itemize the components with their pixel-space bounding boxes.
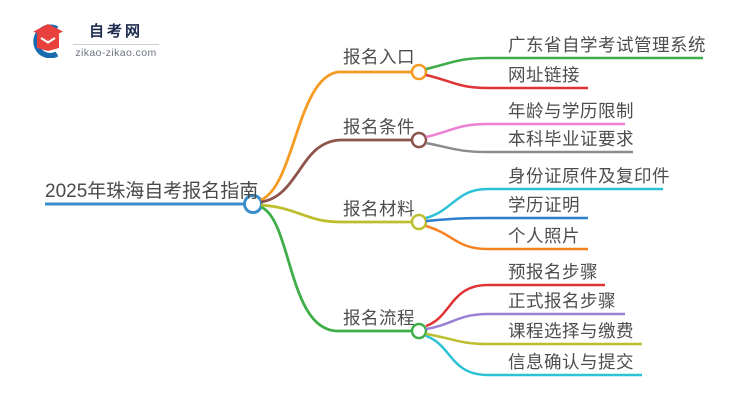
branch-topic-entry[interactable]: 报名入口	[343, 47, 415, 67]
branch-topic-process[interactable]: 报名流程	[343, 308, 415, 328]
leaf-topic-formal-registration[interactable]: 正式报名步骤	[508, 291, 616, 311]
leaf-topic-course-payment[interactable]: 课程选择与缴费	[508, 321, 634, 341]
logo[interactable]: 自考网 zikao-zikao.com	[30, 20, 159, 59]
leaf-topic-url-link[interactable]: 网址链接	[508, 65, 580, 85]
branch-line-conditions	[260, 138, 412, 204]
leaf-line-url-link	[425, 73, 588, 90]
branch-line-materials	[260, 203, 412, 224]
leaf-topic-personal-photo[interactable]: 个人照片	[508, 226, 580, 246]
leaf-topic-info-confirm[interactable]: 信息确认与提交	[508, 352, 634, 372]
branch-topic-materials[interactable]: 报名材料	[343, 199, 415, 219]
branch-node-entry[interactable]	[410, 63, 428, 81]
leaf-topic-age-education-limit[interactable]: 年龄与学历限制	[508, 101, 634, 121]
leaf-line-age-education-limit	[425, 122, 625, 139]
leaf-topic-education-proof[interactable]: 学历证明	[508, 195, 580, 215]
branch-topic-conditions[interactable]: 报名条件	[343, 117, 415, 137]
logo-domain-url: zikao-zikao.com	[75, 47, 157, 59]
leaf-line-course-payment	[425, 332, 642, 346]
branch-line-entry	[260, 70, 412, 202]
graduation-cap-icon	[33, 24, 63, 58]
leaf-line-bachelor-cert-requirement	[425, 141, 633, 154]
branch-node-process[interactable]	[410, 322, 428, 340]
logo-divider	[73, 44, 159, 45]
logo-site-name: 自考网	[88, 23, 143, 40]
leaf-line-pre-registration	[425, 283, 605, 328]
leaf-line-formal-registration	[425, 312, 625, 331]
leaf-topic-gd-system[interactable]: 广东省自学考试管理系统	[508, 35, 706, 55]
leaf-line-gd-system	[425, 56, 703, 71]
leaf-topic-pre-registration[interactable]: 预报名步骤	[508, 262, 598, 282]
leaf-line-info-confirm	[425, 334, 642, 377]
branch-line-process	[260, 205, 412, 333]
branch-node-conditions[interactable]	[410, 131, 428, 149]
leaf-line-personal-photo	[425, 224, 588, 251]
leaf-line-id-card	[425, 187, 663, 220]
branch-node-materials[interactable]	[410, 213, 428, 231]
leaf-topic-id-card[interactable]: 身份证原件及复印件	[508, 166, 670, 186]
leaf-line-education-proof	[425, 216, 588, 223]
leaf-topic-bachelor-cert-requirement[interactable]: 本科毕业证要求	[508, 129, 634, 149]
root-topic[interactable]: 2025年珠海自考报名指南	[45, 181, 259, 202]
